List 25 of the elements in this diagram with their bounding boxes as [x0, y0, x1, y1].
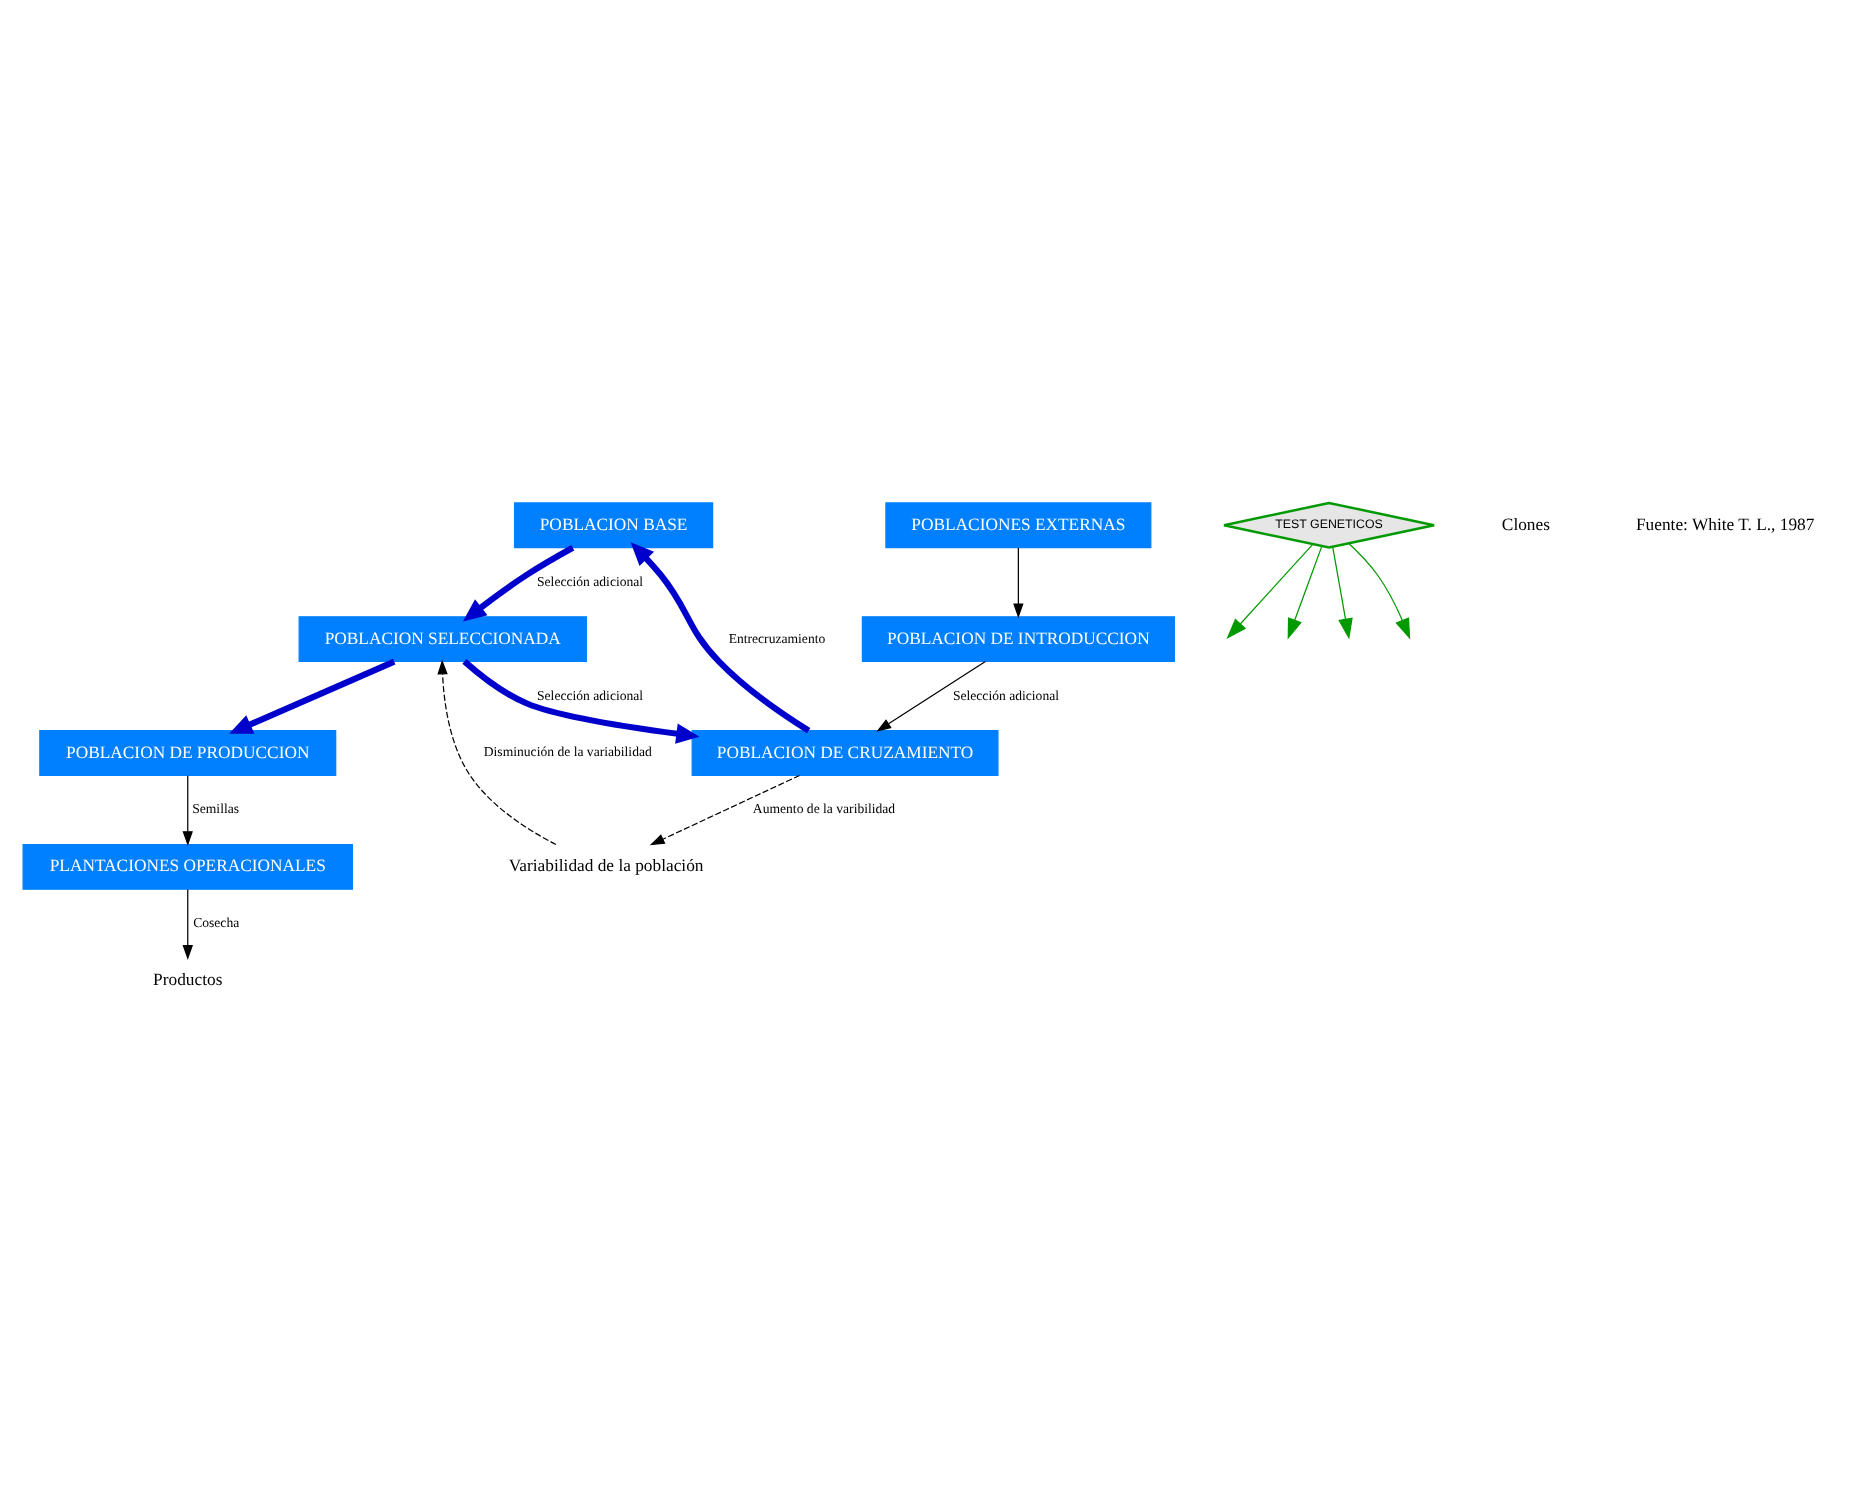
- label: Fuente: White T. L., 1987: [1635, 513, 1815, 534]
- node-box: POBLACION DE PRODUCCION: [39, 730, 337, 776]
- arrow: [182, 889, 193, 960]
- arrow: [1226, 543, 1314, 640]
- node-text: Variabilidad de la población: [508, 855, 704, 876]
- node-box: POBLACIONES EXTERNAS: [885, 502, 1152, 549]
- arrow: [462, 659, 700, 744]
- node-box: POBLACION SELECCIONADA: [298, 616, 587, 662]
- label: Clones: [1501, 513, 1550, 534]
- arrow: [630, 542, 811, 734]
- node-text: Productos: [153, 969, 223, 990]
- node-box: POBLACION DE CRUZAMIENTO: [691, 730, 999, 776]
- arrow: [437, 659, 557, 846]
- arrow: [1348, 542, 1411, 640]
- node-box: PLANTACIONES OPERACIONALES: [22, 844, 353, 890]
- arrow: [1332, 546, 1353, 640]
- arrow: [1287, 545, 1323, 640]
- node-box: POBLACION BASE: [513, 502, 714, 549]
- node-box: POBLACION DE INTRODUCCION: [861, 616, 1175, 662]
- arrow: [1013, 547, 1024, 619]
- arrow: [649, 774, 801, 846]
- arrow: [876, 660, 986, 732]
- arrow: [462, 545, 575, 622]
- arrow: [229, 658, 396, 734]
- arrow: [182, 775, 193, 847]
